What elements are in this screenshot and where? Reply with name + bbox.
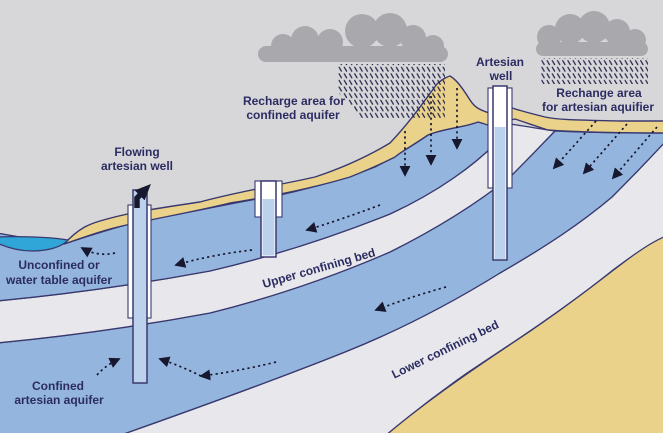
label-recharge-artesian: for artesian aquifier [542, 100, 654, 114]
rain-icon [540, 58, 648, 84]
well-water-level [262, 199, 275, 256]
label-recharge-confined: Recharge area for [243, 94, 345, 108]
soil-layer [63, 75, 663, 245]
flow-arrow-icon [305, 204, 381, 233]
flow-arrow-icon [80, 247, 116, 258]
label-confined-aquifer: Confined [32, 379, 84, 393]
flow-arrow-icon [174, 249, 253, 268]
well-water-level [494, 127, 506, 259]
label-recharge-confined: confined aquifer [246, 108, 340, 122]
cloud-icon [258, 13, 448, 62]
label-artesian-well: well [489, 69, 513, 83]
water-table-well [254, 180, 283, 258]
flowing-water-spout-icon [134, 184, 151, 208]
label-recharge-artesian: Rechange area [556, 86, 642, 100]
flowing-artesian-well [127, 184, 152, 384]
label-artesian-well: Artesian [476, 55, 524, 69]
cloud-icon [536, 11, 648, 56]
label-flowing-well: Flowing [114, 145, 159, 159]
flow-arrow-icon [158, 356, 202, 377]
rain-icon [338, 64, 445, 118]
label-confined-aquifer: artesian aquifer [14, 393, 104, 407]
label-unconfined-aquifer: water table aquifer [5, 273, 112, 287]
flow-arrow-icon [374, 286, 447, 312]
label-flowing-well: artesian well [101, 159, 173, 173]
recharge-arrow-icon [611, 126, 658, 180]
pond [0, 235, 70, 252]
recharge-arrow-icon [582, 123, 628, 175]
artesian-well [487, 85, 513, 261]
well-pipe [132, 189, 148, 384]
label-unconfined-aquifer: Unconfined or [18, 258, 100, 272]
flow-arrows [80, 88, 658, 381]
flow-arrow-icon [199, 361, 277, 381]
